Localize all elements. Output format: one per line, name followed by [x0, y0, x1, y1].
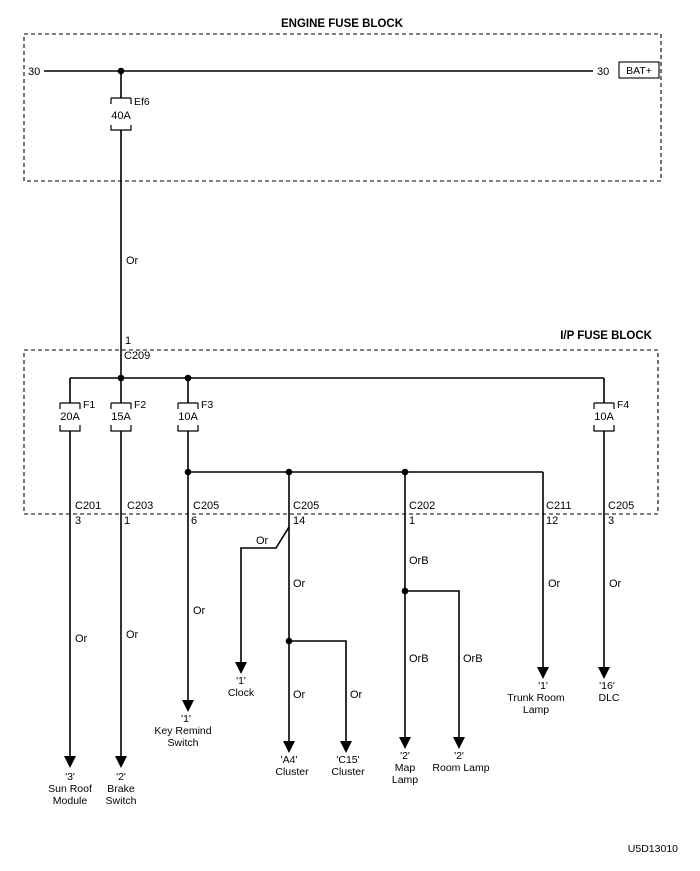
dlc-arrow-icon: [598, 667, 610, 679]
trunk-pin: '1': [538, 680, 548, 692]
trunk-label-1: Trunk Room: [507, 692, 565, 704]
brake-arrow-icon: [115, 756, 127, 768]
c203-connector: C203: [127, 500, 153, 512]
c209-pin: 1: [125, 335, 131, 347]
clock-arrow-icon: [235, 662, 247, 674]
engine-fuse-block-title: ENGINE FUSE BLOCK: [281, 18, 404, 30]
c205-pin-b: 14: [293, 515, 305, 527]
sunroof-pin: '3': [65, 771, 75, 783]
c205-connector-c: C205: [608, 500, 634, 512]
c201-connector: C201: [75, 500, 101, 512]
dlc-wire-color: Or: [609, 578, 622, 590]
c15-pin: 'C15': [336, 754, 359, 766]
f2-fuse-rating: 15A: [111, 411, 131, 423]
brake-pin: '2': [116, 771, 126, 783]
c202-pin: 1: [409, 515, 415, 527]
ip-fuse-block-box: [23, 349, 659, 515]
map-label-2: Lamp: [392, 774, 418, 786]
c205-connector-b: C205: [293, 500, 319, 512]
room-arrow-icon: [453, 737, 465, 749]
sunroof-label-2: Module: [53, 795, 88, 807]
f3-fuse-symbol: [177, 402, 199, 432]
ef6-fuse-symbol: [110, 97, 132, 131]
terminal-30-right: 30: [597, 66, 609, 78]
f1-fuse-name: F1: [83, 399, 95, 411]
f4-fuse-name: F4: [617, 399, 629, 411]
trunk-wire-color: Or: [548, 578, 561, 590]
c15-label: Cluster: [331, 766, 365, 778]
battery-terminal-box: [618, 61, 660, 79]
brake-label-1: Brake: [107, 783, 135, 795]
f3-fuse-rating: 10A: [178, 411, 198, 423]
f4-fuse-symbol: [593, 402, 615, 432]
brake-wire-color: Or: [126, 629, 139, 641]
room-lamp-wire: [405, 590, 460, 737]
sunroof-label-1: Sun Roof: [48, 783, 92, 795]
c15-wire: [289, 640, 347, 741]
sunroof-arrow-icon: [64, 756, 76, 768]
key-label-2: Switch: [168, 737, 199, 749]
c15-arrow-icon: [340, 741, 352, 753]
battery-label: BAT+: [626, 65, 652, 77]
a4-arrow-icon: [283, 741, 295, 753]
f1-fuse-symbol: [59, 402, 81, 432]
map-pin: '2': [400, 750, 410, 762]
key-pin: '1': [181, 713, 191, 725]
a4-wire-color: Or: [293, 689, 306, 701]
a4-label: Cluster: [275, 766, 309, 778]
f1-fuse-rating: 20A: [60, 411, 80, 423]
cluster-wire-color: Or: [293, 578, 306, 590]
c15-wire-color: Or: [350, 689, 363, 701]
f4-fuse-rating: 10A: [594, 411, 614, 423]
f2-fuse-symbol: [110, 402, 132, 432]
key-arrow-icon: [182, 700, 194, 712]
c203-pin: 1: [124, 515, 130, 527]
ef6-fuse-rating: 40A: [111, 110, 131, 122]
key-label-1: Key Remind: [154, 725, 211, 737]
c202-connector: C202: [409, 500, 435, 512]
c211-connector: C211: [546, 500, 571, 512]
map-main-wire-color: OrB: [409, 555, 429, 567]
a4-pin: 'A4': [281, 754, 298, 766]
sunroof-wire-color: Or: [75, 633, 88, 645]
c205-connector-a: C205: [193, 500, 219, 512]
diagram-id: U5D13010: [628, 843, 678, 855]
clock-label: Clock: [228, 687, 255, 699]
c205-pin-a: 6: [191, 515, 197, 527]
trunk-label-2: Lamp: [523, 704, 549, 716]
c209-connector: C209: [124, 350, 150, 362]
room-wire-color: OrB: [463, 653, 483, 665]
terminal-30-left: 30: [28, 66, 40, 78]
room-label: Room Lamp: [432, 762, 489, 774]
dlc-label: DLC: [598, 692, 619, 704]
c211-pin: 12: [546, 515, 558, 527]
f2-fuse-name: F2: [134, 399, 146, 411]
c201-pin: 3: [75, 515, 81, 527]
clock-pin: '1': [236, 675, 246, 687]
room-pin: '2': [454, 750, 464, 762]
dlc-pin: '16': [599, 680, 615, 692]
f3-fuse-name: F3: [201, 399, 213, 411]
key-wire-color: Or: [193, 605, 206, 617]
ef6-fuse-name: Ef6: [134, 96, 150, 108]
map-label-1: Map: [395, 762, 416, 774]
clock-wire-color: Or: [256, 535, 269, 547]
trunk-arrow-icon: [537, 667, 549, 679]
brake-label-2: Switch: [106, 795, 137, 807]
c205-pin-c: 3: [608, 515, 614, 527]
ip-fuse-block-title: I/P FUSE BLOCK: [560, 330, 652, 342]
feed-wire-color: Or: [126, 255, 139, 267]
map-wire-color: OrB: [409, 653, 429, 665]
map-arrow-icon: [399, 737, 411, 749]
clock-wire: [240, 526, 290, 662]
engine-fuse-block-box: [23, 33, 662, 182]
